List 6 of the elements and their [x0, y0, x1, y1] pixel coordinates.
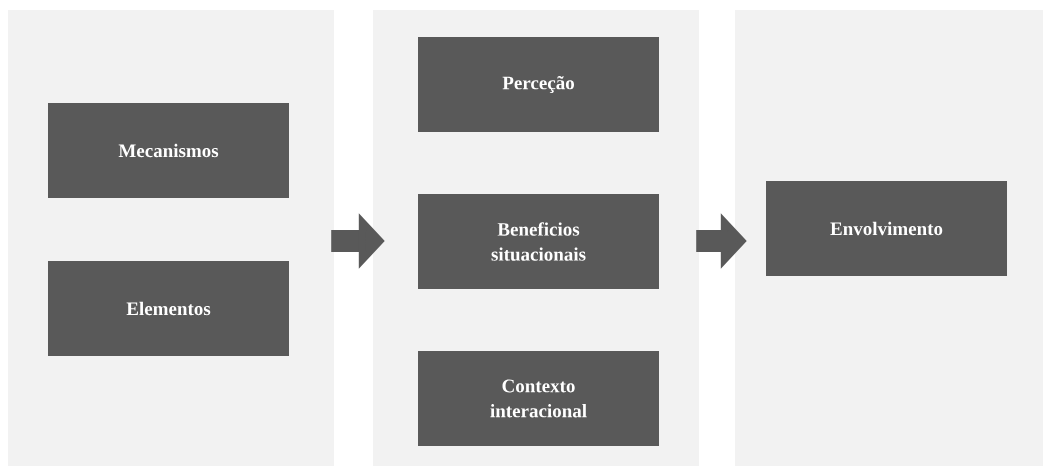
process-box: Perceção: [418, 37, 659, 132]
process-box: Beneficios situacionais: [418, 194, 659, 289]
process-box: Contexto interacional: [418, 351, 659, 446]
process-box: Envolvimento: [766, 181, 1007, 276]
process-box: Elementos: [48, 261, 289, 356]
process-box: Mecanismos: [48, 103, 289, 198]
